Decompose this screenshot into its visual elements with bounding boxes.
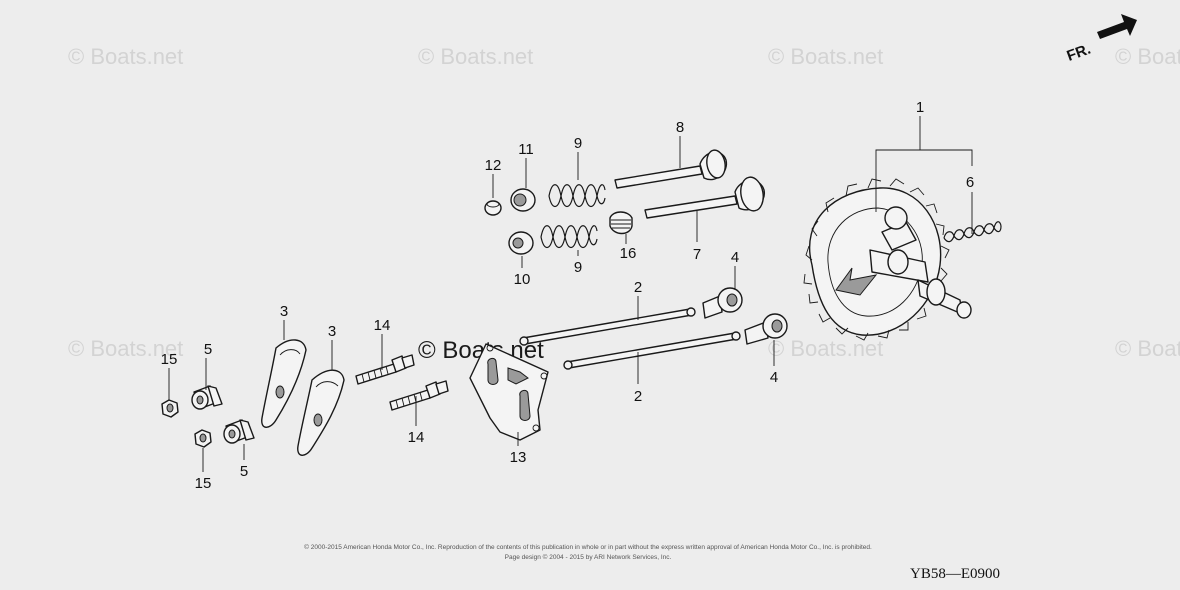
label-3-right: 3 (328, 323, 336, 340)
label-11: 11 (518, 141, 534, 158)
front-label: FR. (1065, 41, 1094, 65)
label-16: 16 (620, 245, 637, 262)
label-14-upper: 14 (374, 317, 391, 334)
watermark-top-left: © Boats.net (68, 44, 183, 69)
footer: © 2000-2015 American Honda Motor Co., In… (304, 543, 1000, 582)
part-14-rocker-stud-lower (389, 380, 449, 411)
label-4-upper: 4 (731, 249, 739, 266)
part-9-valve-spring-lower (540, 225, 598, 249)
part-16-stem-seal (609, 211, 633, 235)
part-7-intake-valve (644, 176, 765, 219)
part-15-lock-nut-upper (161, 399, 179, 418)
part-1-camshaft (803, 178, 972, 341)
label-15-upper: 15 (161, 351, 178, 368)
label-2-upper: 2 (634, 279, 642, 296)
label-5-lower: 5 (240, 463, 248, 480)
part-13-push-rod-guide-plate (469, 343, 549, 441)
label-8: 8 (676, 119, 684, 136)
part-8-exhaust-valve (614, 149, 728, 189)
part-6-decompressor-spring (943, 221, 1002, 243)
part-5-pivot-adjusting-nut-lower (223, 419, 255, 444)
label-4-lower: 4 (770, 369, 778, 386)
label-6: 6 (966, 174, 974, 191)
watermark-top-right: © Boats.net (768, 44, 883, 69)
watermark-top-edge: © Boats.net (1115, 44, 1180, 69)
part-10-spring-retainer (508, 231, 534, 255)
label-13: 13 (510, 449, 527, 466)
watermark-mid-edge: © Boats.net (1115, 336, 1180, 361)
part-4-valve-lifter-upper (702, 287, 743, 319)
label-9-upper: 9 (574, 135, 582, 152)
part-12-valve-cotter (484, 200, 502, 216)
label-12: 12 (485, 157, 502, 174)
watermark-group: © Boats.net © Boats.net © Boats.net © Bo… (68, 44, 1180, 364)
part-14-rocker-stud-upper (355, 354, 415, 385)
watermark-top-center: © Boats.net (418, 44, 533, 69)
part-2-push-rod-upper (519, 307, 696, 346)
label-9-lower: 9 (574, 259, 582, 276)
front-arrow-icon (1097, 14, 1137, 39)
diagram-code: YB58—E0900 (910, 566, 1000, 582)
part-2-push-rod-lower (563, 331, 741, 370)
part-15-lock-nut-lower (194, 429, 212, 448)
part-9-valve-spring-upper (548, 184, 606, 208)
copyright-line-1: © 2000-2015 American Honda Motor Co., In… (304, 543, 872, 551)
label-10: 10 (514, 271, 531, 288)
part-3-rocker-arm-right (297, 369, 345, 456)
watermark-mid-left: © Boats.net (68, 336, 183, 361)
label-2-lower: 2 (634, 388, 642, 405)
label-5-upper: 5 (204, 341, 212, 358)
part-5-pivot-adjusting-nut-upper (191, 385, 223, 410)
label-3-left: 3 (280, 303, 288, 320)
label-15-lower: 15 (195, 475, 212, 492)
label-1: 1 (916, 99, 924, 116)
part-11-spring-retainer (510, 188, 536, 212)
leader-lines (168, 116, 973, 472)
callout-labels: 1 2 2 3 3 4 4 5 5 6 7 8 9 9 10 11 12 13 … (161, 99, 975, 492)
part-4-valve-lifter-lower (744, 313, 788, 345)
copyright-line-2: Page design © 2004 - 2015 by ARI Network… (505, 553, 672, 561)
label-7: 7 (693, 246, 701, 263)
label-14-lower: 14 (408, 429, 425, 446)
watermark-mid-right: © Boats.net (768, 336, 883, 361)
part-3-rocker-arm-left (261, 339, 307, 428)
